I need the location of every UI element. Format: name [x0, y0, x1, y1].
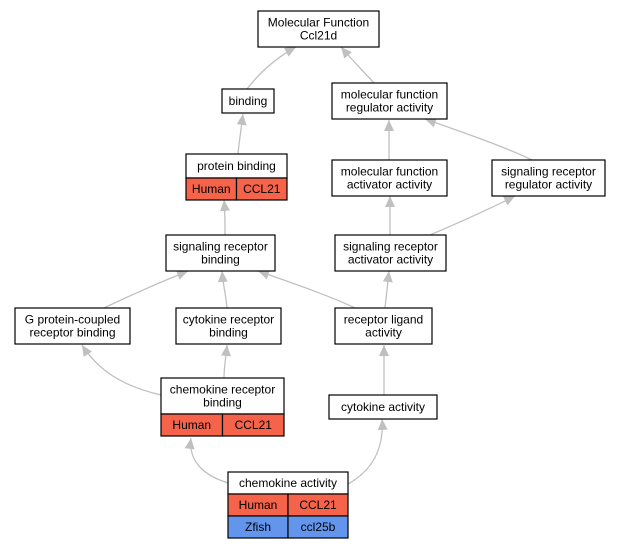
node-label-line: binding — [229, 94, 268, 108]
node-label-line: regulator activity — [346, 101, 433, 115]
node-box — [331, 82, 448, 120]
annotation-gene: CCL21 — [243, 182, 281, 196]
edge-chrb-to-gpcr — [81, 344, 162, 396]
node-box — [160, 377, 285, 415]
node-label-line: activator activity — [347, 178, 432, 192]
edges-layer — [81, 46, 533, 485]
node-label-line: signaling receptor — [343, 240, 438, 254]
node-label-line: binding — [201, 253, 240, 267]
node-ca[interactable]: cytokine activity — [328, 394, 438, 420]
node-label-line: receptor ligand — [344, 313, 423, 327]
annotation-gene-cell — [221, 413, 285, 437]
edge-srb-to-pb — [220, 199, 230, 236]
node-label-line: signaling receptor — [173, 240, 268, 254]
annotation-species: Human — [239, 498, 278, 512]
node-label-line: Ccl21d — [300, 29, 337, 43]
node-box — [165, 234, 276, 272]
edge-srra-to-mfra — [424, 117, 533, 161]
edge-binding-to-mf — [246, 46, 297, 90]
node-binding[interactable]: binding — [221, 88, 275, 114]
edge-cha-to-chrb — [184, 437, 233, 485]
edge-rla-to-sraa — [382, 270, 393, 309]
node-label-line: activator activity — [348, 253, 433, 267]
edge-cha-to-ca — [347, 418, 388, 485]
node-label-line: regulator activity — [505, 178, 592, 192]
annotation-gene-cell — [235, 177, 288, 201]
node-box — [328, 394, 438, 420]
node-label-line: cytokine activity — [341, 400, 425, 414]
node-label-line: binding — [209, 326, 248, 340]
edge-pb-to-binding — [236, 113, 247, 155]
node-label-line: chemokine receptor — [170, 383, 275, 397]
edge-rla-to-srb — [257, 269, 356, 309]
node-box — [334, 234, 447, 272]
node-box — [257, 10, 380, 48]
node-label-line: signaling receptor — [501, 165, 596, 179]
node-label-line: chemokine activity — [239, 476, 337, 490]
node-label-line: Molecular Function — [268, 16, 369, 30]
node-label-line: molecular function — [341, 165, 438, 179]
node-label-line: molecular function — [341, 88, 438, 102]
annotation-species: Human — [192, 182, 231, 196]
node-box — [491, 159, 606, 197]
annotation-gene: ccl25b — [301, 520, 336, 534]
node-box — [221, 88, 275, 114]
node-box — [14, 307, 131, 345]
edge-crb-to-srb — [217, 270, 228, 309]
node-box — [334, 307, 433, 345]
edge-gpcr-to-srb — [103, 270, 189, 309]
node-label-line: G protein-coupled — [25, 313, 120, 327]
annotation-gene: CCL21 — [235, 418, 273, 432]
annotation-gene: CCL21 — [299, 498, 337, 512]
node-box — [331, 159, 448, 197]
annotation-gene-cell — [287, 515, 349, 539]
node-label-line: cytokine receptor — [183, 313, 274, 327]
annotation-species: Zfish — [245, 520, 271, 534]
node-label-line: binding — [203, 396, 242, 410]
node-label-line: activity — [365, 326, 402, 340]
node-label-line: protein binding — [197, 159, 276, 173]
node-box — [175, 307, 282, 345]
node-label-line: receptor binding — [29, 326, 115, 340]
edge-sraa-to-srra — [429, 195, 516, 236]
edge-chrb-to-crb — [221, 344, 231, 379]
annotation-species: Human — [172, 418, 211, 432]
edge-mfra-to-mf — [340, 46, 375, 84]
